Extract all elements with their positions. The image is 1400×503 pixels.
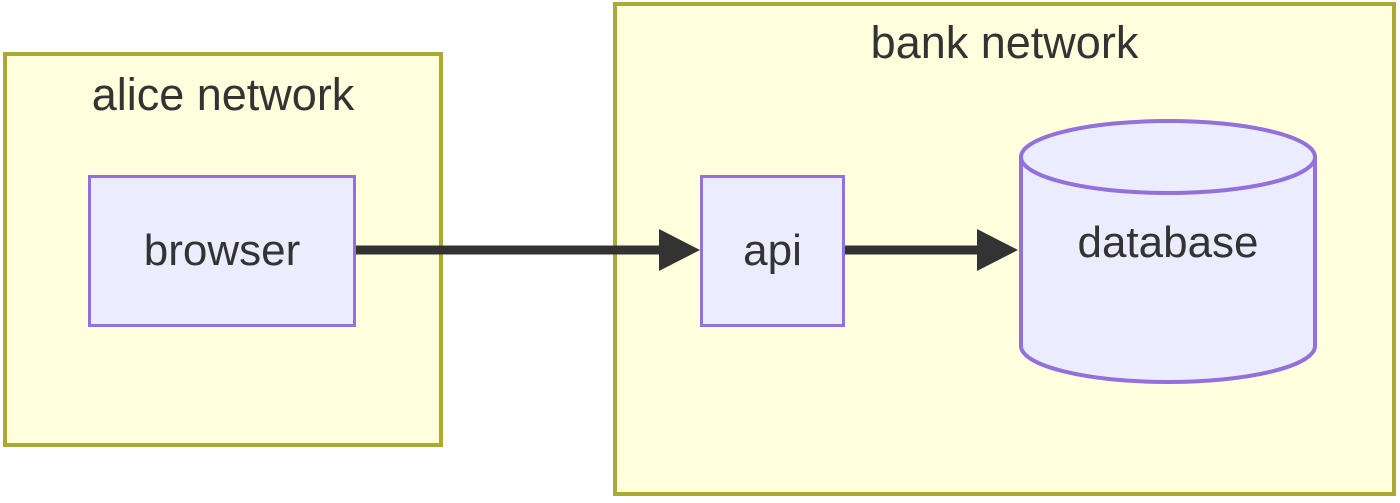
cluster-title-bank-network: bank network bbox=[870, 17, 1139, 68]
node-browser-label: browser bbox=[143, 226, 301, 275]
node-database: database bbox=[1016, 213, 1320, 273]
node-database-label: database bbox=[1077, 218, 1259, 267]
database-cylinder-shape bbox=[1019, 119, 1317, 384]
cylinder-top bbox=[1019, 119, 1317, 195]
node-browser: browser bbox=[88, 175, 356, 327]
cylinder-body bbox=[1019, 157, 1317, 384]
node-api-label: api bbox=[743, 226, 802, 275]
node-api: api bbox=[700, 175, 845, 327]
cluster-title-alice-network: alice network bbox=[91, 69, 355, 120]
